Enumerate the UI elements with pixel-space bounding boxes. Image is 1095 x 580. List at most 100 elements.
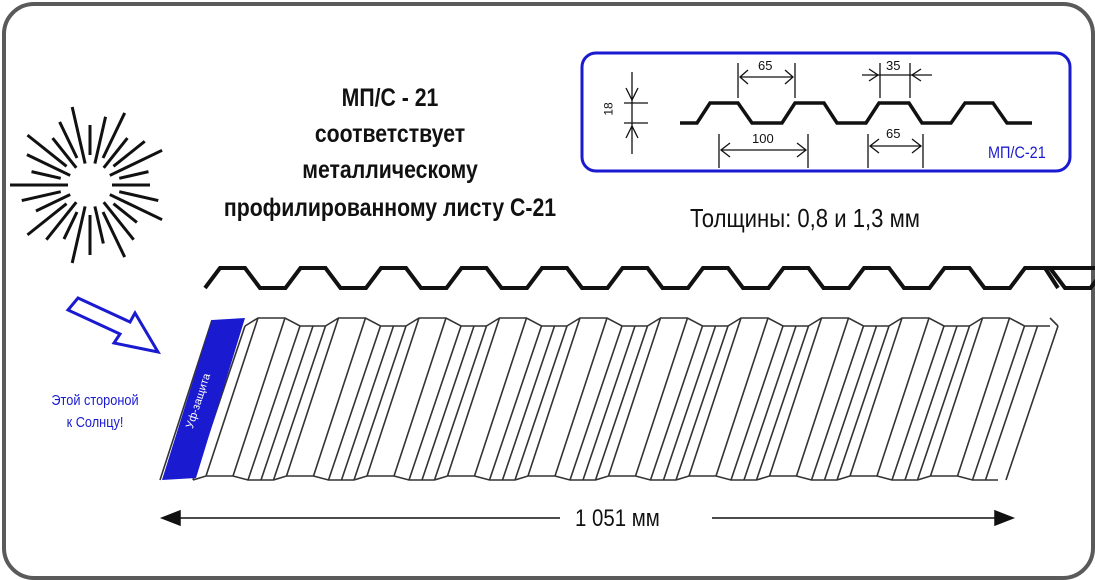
rib-line — [232, 317, 286, 477]
rib-line — [205, 317, 259, 477]
rib-line — [408, 325, 462, 481]
rib-line — [582, 325, 636, 481]
rib-edge — [192, 475, 274, 481]
rib-line — [662, 325, 717, 481]
rib-edge — [273, 475, 354, 481]
rib-line — [1049, 317, 1059, 327]
rib-line — [768, 317, 823, 477]
rib-line — [971, 325, 1026, 481]
rib-line — [473, 317, 528, 477]
rib-line — [607, 317, 662, 477]
sun-ray — [35, 193, 71, 213]
rib-line — [569, 325, 623, 481]
rib-line — [159, 319, 213, 481]
rib-edge — [675, 475, 757, 481]
rib-line — [340, 325, 395, 481]
sun-ray — [112, 202, 138, 224]
rib-line — [594, 325, 649, 481]
sun-ray — [70, 206, 87, 264]
rib-line — [327, 325, 382, 481]
rib-line — [836, 325, 890, 481]
sun-ray — [21, 190, 62, 203]
dim-height: 18 — [601, 102, 616, 116]
rib-edge — [756, 475, 837, 481]
rib-line — [393, 317, 447, 477]
thickness-label: Толщины: 0,8 и 1,3 мм — [690, 203, 920, 233]
rib-edge — [514, 475, 596, 481]
sun-ray — [101, 112, 127, 159]
sun-ray — [93, 206, 105, 244]
sun-ray — [26, 133, 68, 168]
rib-line — [1005, 325, 1059, 481]
title-line-2: соответствует — [314, 120, 466, 148]
rib-line — [446, 317, 501, 477]
rib-edge — [353, 475, 435, 481]
sun-ray — [31, 170, 62, 180]
rib-edge — [434, 475, 515, 481]
rib-line — [260, 325, 314, 481]
profile-box-name: МП/С-21 — [988, 143, 1046, 162]
rib-line — [421, 325, 475, 481]
dimension-lines — [624, 63, 932, 168]
rib-line — [904, 325, 958, 481]
rib-line — [743, 325, 797, 481]
sun-ray — [102, 137, 129, 169]
title-line-4: профилированному листу С-21 — [223, 194, 557, 222]
rib-line — [675, 325, 729, 481]
rib-edge — [486, 317, 567, 327]
sun-ray — [118, 190, 159, 203]
sun-ray — [58, 121, 79, 159]
rib-line — [433, 325, 488, 481]
title-line-1: МП/С - 21 — [341, 84, 439, 112]
sun-ray — [70, 106, 87, 164]
rib-edge — [969, 317, 1050, 327]
rib-edge — [836, 475, 918, 481]
rib-edge — [566, 317, 648, 327]
rib-line — [688, 317, 742, 477]
rib-line — [272, 325, 327, 481]
rib-line — [366, 317, 420, 477]
rib-line — [312, 317, 367, 477]
rib-line — [891, 325, 945, 481]
uv-stripe — [162, 318, 245, 480]
rib-line — [514, 325, 568, 481]
rib-line — [649, 325, 704, 481]
sun-ray — [102, 201, 135, 241]
sun-hint-line-2: к Солнцу! — [66, 414, 124, 431]
rib-line — [956, 317, 1011, 477]
rib-edge — [888, 317, 970, 327]
rib-line — [795, 317, 850, 477]
dim-bottom-pitch: 65 — [886, 126, 901, 141]
rib-edge — [917, 475, 998, 481]
rib-line — [929, 317, 984, 477]
corrugated-sheet — [159, 317, 1059, 481]
rib-line — [916, 325, 971, 481]
dim-top-pitch: 65 — [758, 58, 773, 73]
sun-ray — [112, 140, 146, 168]
profile-section — [680, 101, 1032, 125]
rib-edge — [325, 317, 406, 327]
rib-line — [755, 325, 810, 481]
rib-line — [554, 317, 608, 477]
rib-edge — [727, 317, 809, 327]
sun-ray — [26, 153, 71, 177]
width-label: 1 051 мм — [575, 505, 660, 532]
rib-edge — [244, 317, 326, 327]
rib-line — [527, 317, 581, 477]
sun-ray — [109, 193, 163, 222]
rib-edge — [595, 475, 676, 481]
dim-bottom-span: 100 — [752, 131, 774, 146]
sun-ray — [118, 170, 149, 180]
rib-line — [285, 317, 340, 477]
sun-ray — [101, 211, 127, 258]
rib-edge — [405, 317, 487, 327]
title-line-3: металлическому — [302, 156, 478, 184]
rib-line — [730, 325, 784, 481]
rib-line — [715, 317, 769, 477]
rib-line — [488, 325, 543, 481]
rib-line — [501, 325, 556, 481]
sun-ray — [45, 201, 78, 241]
rib-line — [634, 317, 689, 477]
